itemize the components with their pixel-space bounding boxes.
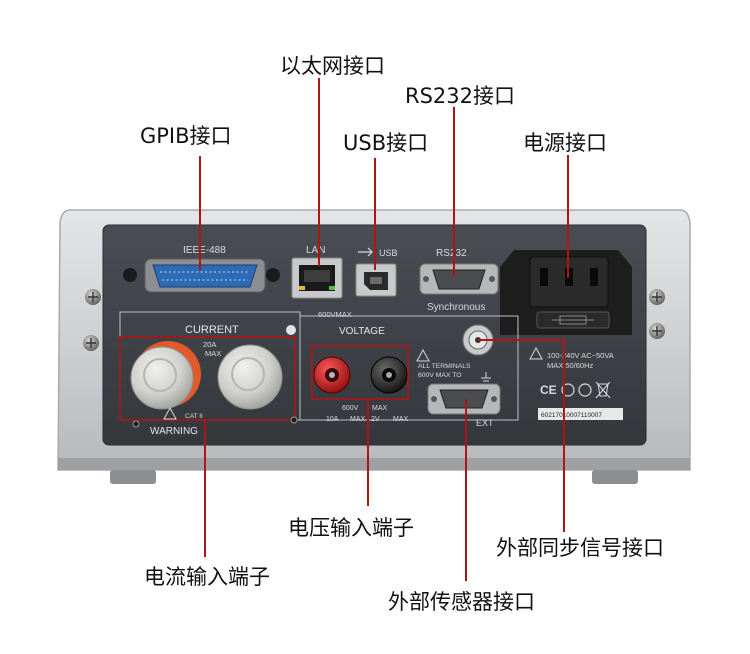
voltage-max-label: 600VMAX xyxy=(318,310,352,319)
screw-right-top xyxy=(649,289,665,305)
power-spec-line1: 100-240V AC~50VA xyxy=(547,351,614,360)
ext-sensor-port xyxy=(427,383,501,415)
voltage-terminal-negative xyxy=(370,356,408,394)
current-terminal-1 xyxy=(130,341,201,410)
svg-text:CE: CE xyxy=(540,383,557,397)
callout-rs232: RS232接口 xyxy=(405,84,516,108)
synchronous-label: Synchronous xyxy=(427,302,485,313)
range-label-2: MAX / 2V xyxy=(350,416,380,423)
usb-label: USB xyxy=(379,248,398,258)
screw-right-bottom xyxy=(649,323,665,339)
callout-current-input: 电流输入端子 xyxy=(144,565,270,589)
rs232-label: RS232 xyxy=(436,248,467,259)
warning-triangle-icon xyxy=(163,406,177,420)
cat-label: CAT II xyxy=(185,413,203,420)
voltage-highlight-box xyxy=(311,345,409,400)
callout-voltage-input: 电压输入端子 xyxy=(288,516,414,540)
housing-base xyxy=(58,458,690,470)
callout-gpib: GPIB接口 xyxy=(140,124,232,148)
current-rating: 20A xyxy=(203,340,216,349)
terminals-line2: 600V MAX TO xyxy=(418,372,462,379)
foot-left xyxy=(110,470,156,484)
ext-label: EXT xyxy=(476,418,494,428)
serial-number: 60217010007110007 xyxy=(541,412,602,419)
power-inlet xyxy=(500,250,632,335)
voltage-label: VOLTAGE xyxy=(339,326,385,337)
voltage-rating: 600V xyxy=(342,405,359,412)
current-highlight-box xyxy=(119,336,296,421)
range-label-1: 10A xyxy=(326,416,339,423)
screw-left-top xyxy=(85,289,101,305)
range-label-3: MAX xyxy=(393,416,409,423)
callout-ext-sensor: 外部传感器接口 xyxy=(388,590,535,614)
current-label: CURRENT xyxy=(185,324,239,336)
ieee-label: IEEE-488 xyxy=(183,245,226,256)
terminals-line1: ALL TERMINALS xyxy=(418,363,471,370)
serial-label-sticker xyxy=(538,408,623,420)
callout-power: 电源接口 xyxy=(523,131,607,155)
foot-right xyxy=(592,470,638,484)
voltage-rating-2: MAX xyxy=(372,405,388,412)
current-rating-2: MAX xyxy=(205,349,221,358)
gpib-connector xyxy=(123,258,280,293)
lan-label: LAN xyxy=(306,245,325,256)
terminals-warning-icon xyxy=(416,348,430,362)
rohs-icon xyxy=(578,383,592,397)
callout-usb: USB接口 xyxy=(343,131,429,155)
voltage-zone-outline xyxy=(300,315,519,421)
callout-ethernet: 以太网接口 xyxy=(280,54,385,78)
rs232-port xyxy=(419,263,499,295)
current-terminal-2 xyxy=(217,344,283,410)
warning-label: WARNING xyxy=(150,426,198,437)
lan-port xyxy=(291,257,343,299)
leader-sync xyxy=(478,339,565,532)
ground-symbol-icon xyxy=(481,372,491,382)
ce-mark-icon: CE xyxy=(540,383,557,397)
power-spec-line2: MAX 50/60Hz xyxy=(547,361,594,370)
callout-sync: 外部同步信号接口 xyxy=(496,536,664,560)
leader-lines xyxy=(199,78,569,581)
usb-symbol-icon xyxy=(358,247,373,257)
caution-triangle-icon xyxy=(529,346,543,360)
certification-icon xyxy=(561,383,575,397)
voltage-terminal-positive xyxy=(313,356,351,394)
weee-bin-icon xyxy=(595,381,611,399)
screw-left-bottom xyxy=(83,335,99,351)
